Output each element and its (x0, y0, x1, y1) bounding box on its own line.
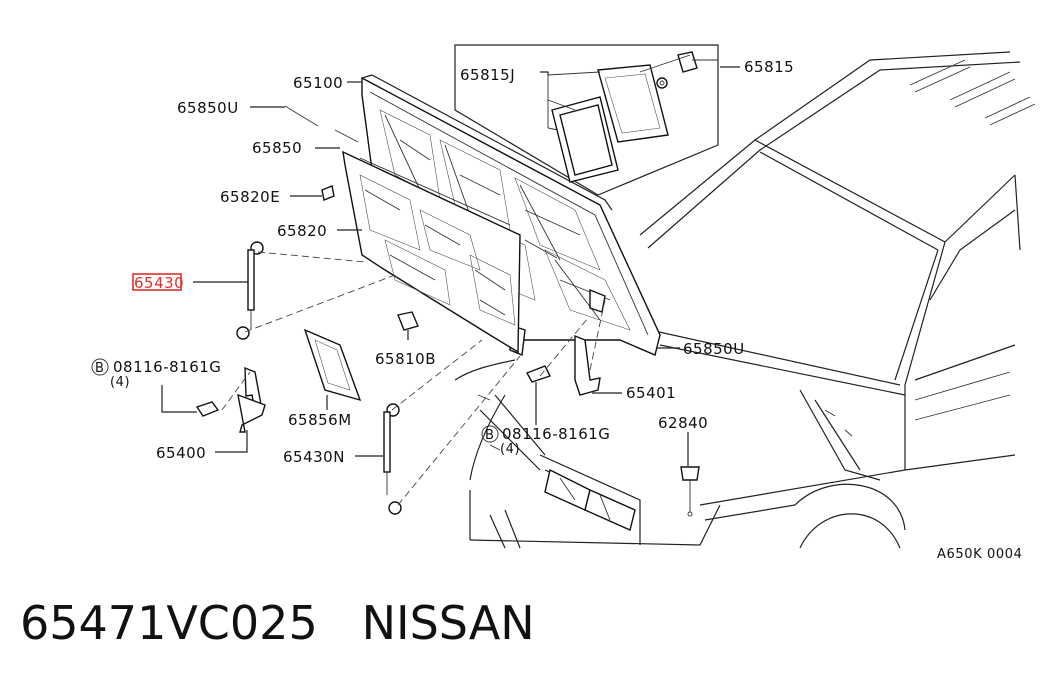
callout-65430N: 65430N (283, 448, 345, 466)
diagram-reference: A650K 0004 (937, 547, 1022, 562)
caption: 65471VC025 NISSAN (20, 596, 535, 650)
callout-62840: 62840 (658, 414, 708, 432)
leader-lines (161, 66, 740, 466)
callout-65850: 65850 (252, 139, 302, 157)
inset-box (454, 44, 719, 196)
callout-65810B: 65810B (375, 350, 436, 368)
vehicle-body (454, 51, 1036, 549)
callout-65850U-right: 65850U (683, 340, 745, 358)
caption-brand: NISSAN (361, 596, 535, 650)
bolt-symbol-left-letter: B (95, 361, 105, 376)
callout-bolt-right: 08116-8161G (502, 425, 610, 443)
callout-bolt-left: 08116-8161G (113, 358, 221, 376)
hood-seals (284, 105, 558, 259)
hood-parts-diagram: 65815 65815J 65100 65850U 65850 65820E 6… (91, 44, 1036, 562)
bolt-symbol-left (91, 358, 109, 376)
callout-65850U-top: 65850U (177, 99, 239, 117)
bolt-symbol-right-letter: B (485, 428, 495, 443)
small-parts (195, 185, 700, 517)
callout-65815: 65815 (744, 58, 794, 76)
callouts: 65815 65815J 65100 65850U 65850 65820E 6… (91, 58, 1022, 562)
caption-spacer (318, 596, 362, 650)
bolt-symbol-right (481, 425, 499, 443)
callout-bolt-left-qty: (4) (110, 375, 130, 390)
caption-part-number: 65471VC025 (20, 596, 318, 650)
assembly-lines (221, 251, 606, 506)
callout-65400: 65400 (156, 444, 206, 462)
highlight-box (132, 273, 182, 291)
callout-65401: 65401 (626, 384, 676, 402)
callout-bolt-right-qty: (4) (500, 442, 520, 457)
callout-65820E: 65820E (220, 188, 280, 206)
callout-65430: 65430 (134, 274, 184, 292)
callout-65856M: 65856M (288, 411, 352, 429)
callout-65100: 65100 (293, 74, 343, 92)
callout-65820: 65820 (277, 222, 327, 240)
hood-stay-left (236, 241, 264, 340)
hood-insulator (342, 150, 521, 354)
hood-stay-center (383, 403, 402, 515)
callout-65815J: 65815J (460, 66, 515, 84)
